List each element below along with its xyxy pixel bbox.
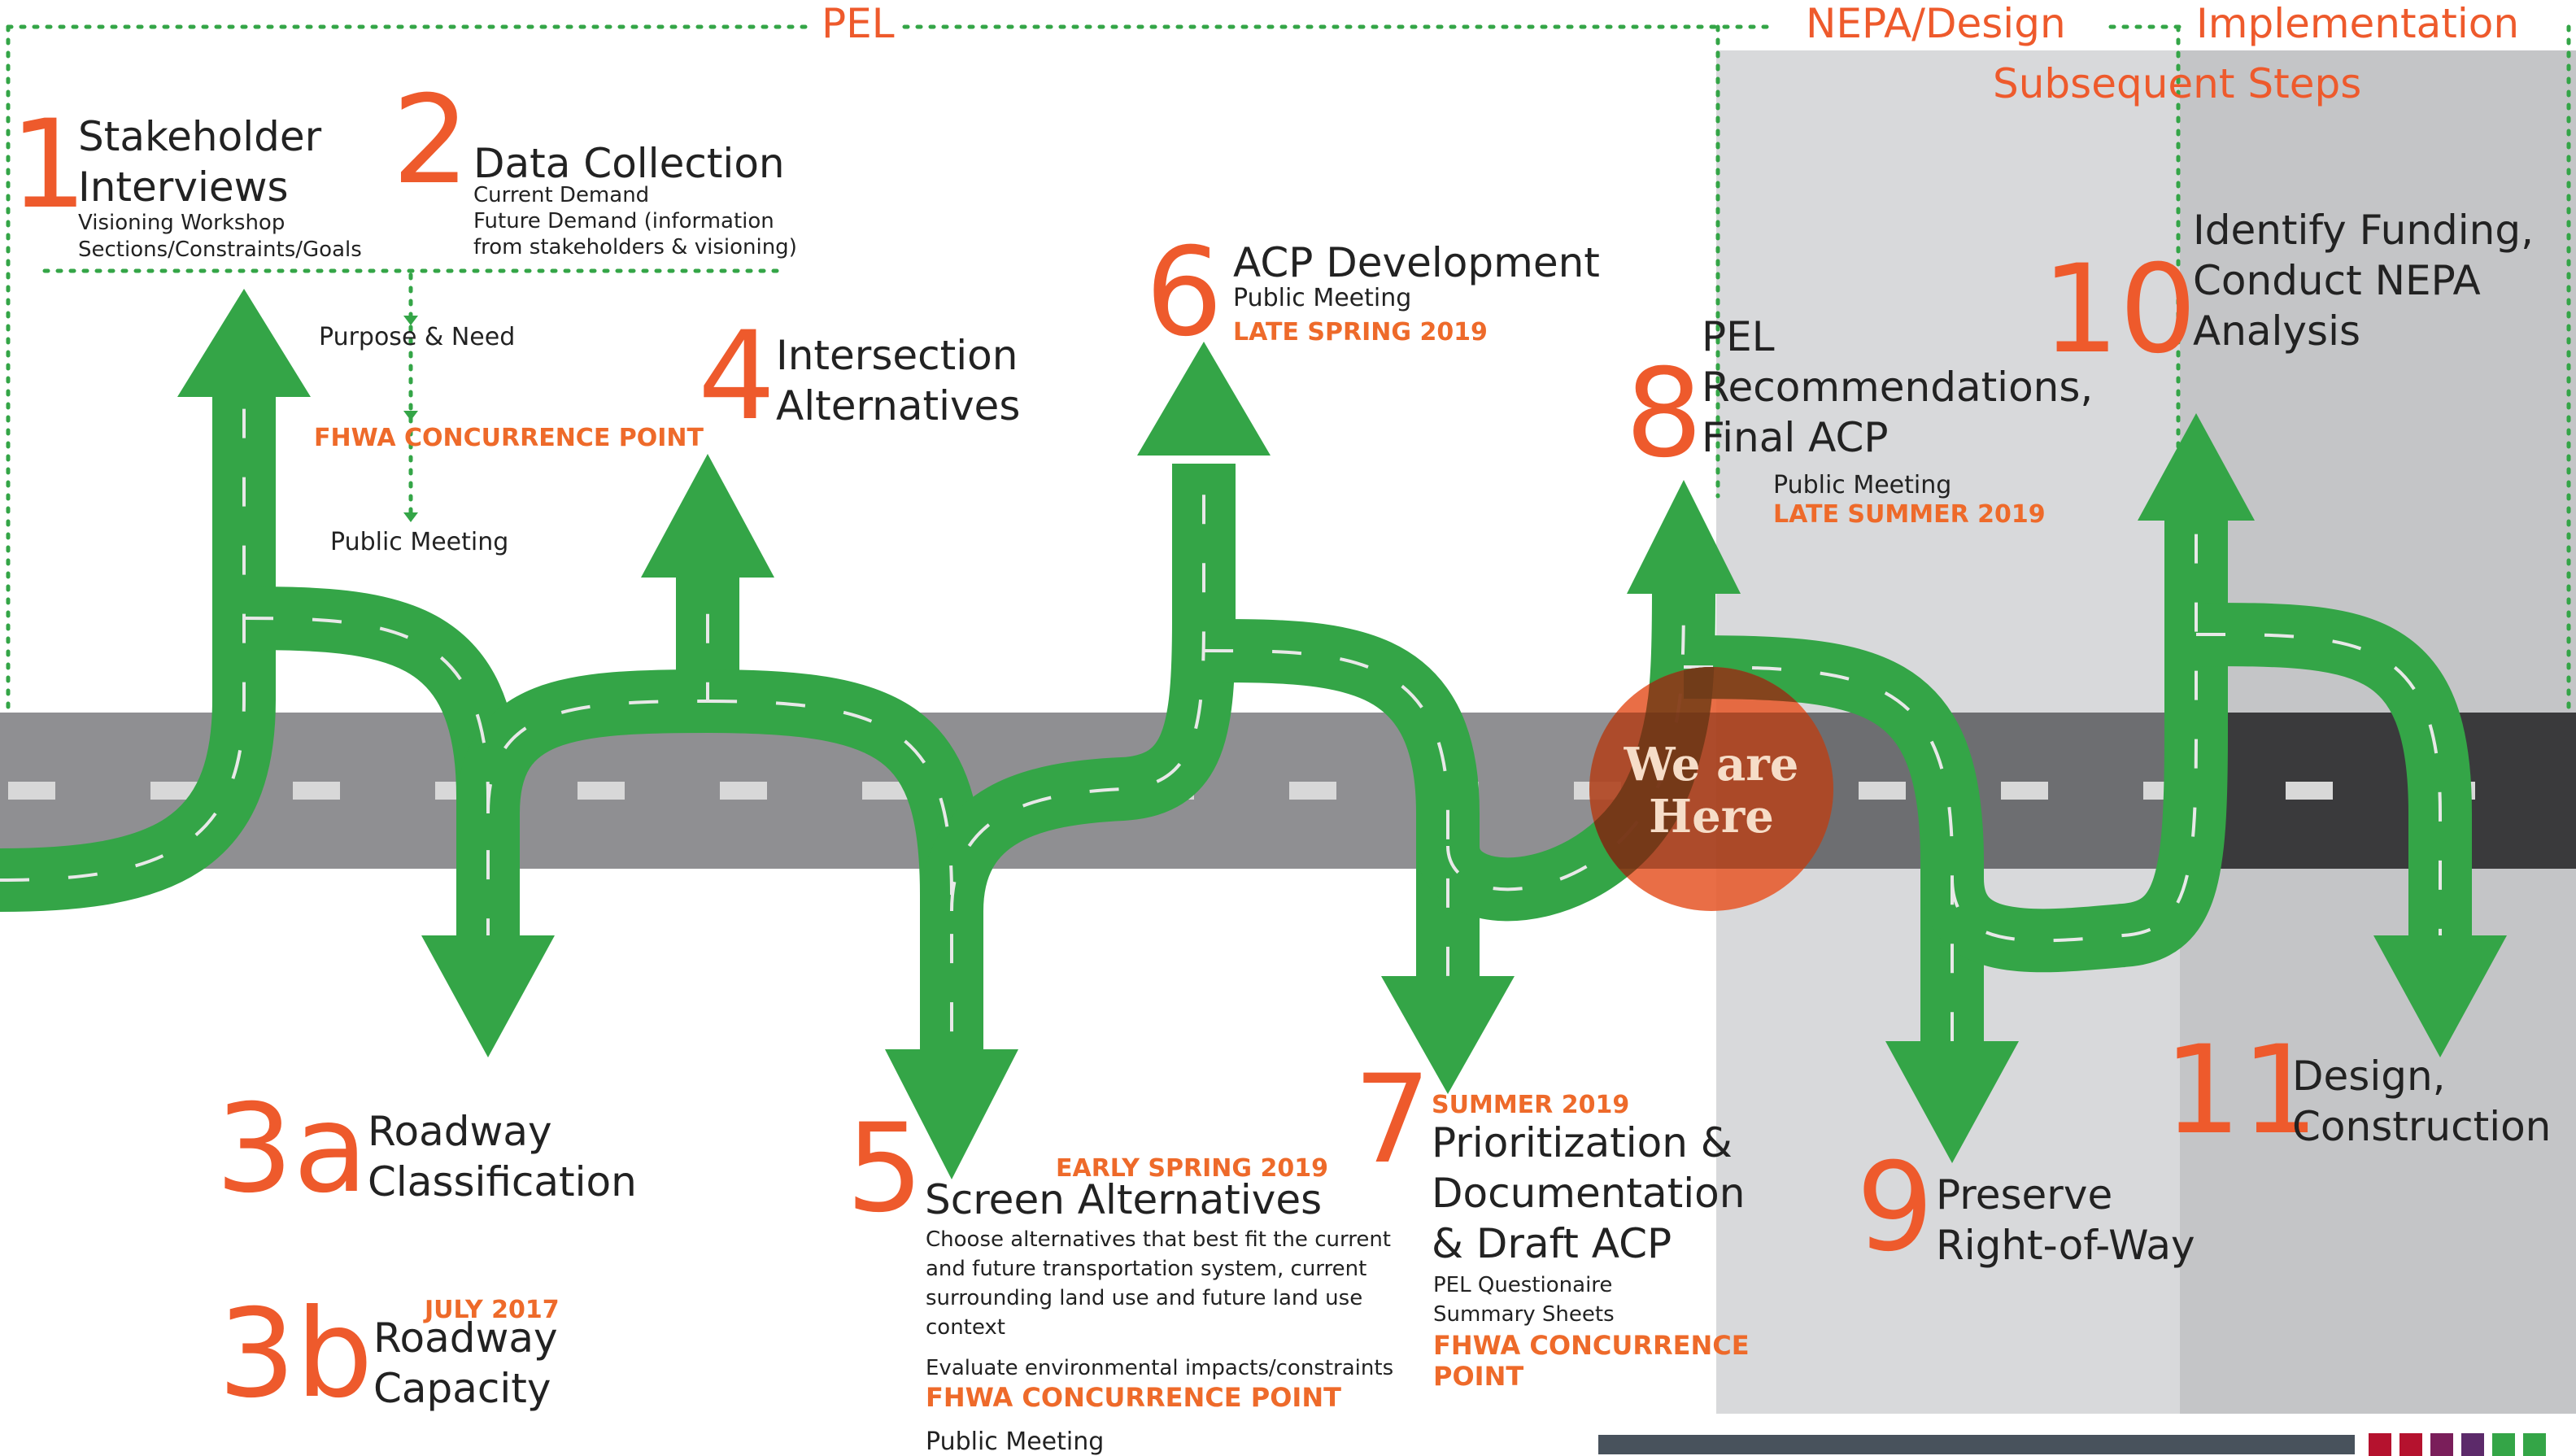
- step-8-number: 8: [1625, 343, 1703, 485]
- step-5-detail-3: surrounding land use and future land use: [926, 1286, 1363, 1310]
- step-11-number: 11: [2164, 1020, 2319, 1162]
- step-10-title-line-1: Identify Funding,: [2193, 207, 2534, 254]
- step-1-title-line-1: Stakeholder: [78, 113, 322, 160]
- step-3b-date: JULY 2017: [425, 1296, 560, 1324]
- footer-square-1: [2369, 1433, 2391, 1456]
- phase-pel: PEL: [822, 0, 895, 47]
- step-3a-title-line-2: Classification: [368, 1158, 637, 1205]
- step-6-number: 6: [1145, 222, 1223, 364]
- step-9-number: 9: [1856, 1137, 1934, 1279]
- arrowhead-4: [641, 454, 774, 578]
- arrowhead-11: [2373, 935, 2507, 1057]
- step-6-date: LATE SPRING 2019: [1233, 318, 1488, 347]
- step-2-number: 2: [392, 70, 470, 211]
- footer-square-3: [2430, 1433, 2453, 1456]
- step-3a-number: 3a: [216, 1079, 368, 1220]
- step-10-number: 10: [2042, 239, 2197, 381]
- arrowhead-9: [1885, 1041, 2019, 1163]
- step-2-detail-1: Current Demand: [473, 183, 650, 207]
- phase-implementation: Implementation: [2196, 0, 2520, 47]
- footer-square-4: [2461, 1433, 2484, 1456]
- step-8-date: LATE SUMMER 2019: [1773, 500, 2046, 529]
- route-arrowheads: [177, 289, 2507, 1179]
- step-1-detail-2: Sections/Constraints/Goals: [78, 238, 362, 262]
- step-5-meeting: Public Meeting: [926, 1428, 1105, 1456]
- arrowhead-1: [177, 289, 311, 397]
- step-2-detail-3: from stakeholders & visioning): [473, 235, 797, 259]
- step-8-title-line-2: Recommendations,: [1702, 364, 2094, 411]
- step-9-title-line-2: Right-of-Way: [1936, 1222, 2195, 1269]
- arrowhead-8: [1627, 480, 1741, 594]
- arrowhead-3a: [421, 935, 555, 1057]
- step-5-date: EARLY SPRING 2019: [1056, 1154, 1328, 1183]
- step-8-title-line-1: PEL: [1702, 313, 1775, 360]
- footer-square-6: [2523, 1433, 2546, 1456]
- step-7-number: 7: [1353, 1049, 1432, 1191]
- step-5-fhwa: FHWA CONCURRENCE POINT: [926, 1382, 1341, 1413]
- step-5-title: Screen Alternatives: [925, 1176, 1323, 1223]
- step-1-detail-1: Visioning Workshop: [78, 211, 285, 235]
- step-10-title-line-3: Analysis: [2193, 307, 2361, 355]
- step-5-number: 5: [846, 1098, 924, 1240]
- step-2-detail-2: Future Demand (information: [473, 209, 774, 233]
- we-are-here-line-1: We are: [1624, 738, 1799, 791]
- step-1-number: 1: [10, 94, 88, 236]
- step-7-fhwa-line-2: POINT: [1433, 1361, 1524, 1392]
- step-11-title-line-1: Design,: [2292, 1053, 2446, 1100]
- step-3a-title-line-1: Roadway: [368, 1108, 552, 1155]
- step-8-meeting: Public Meeting: [1773, 471, 1952, 499]
- step-7-fhwa-line-1: FHWA CONCURRENCE: [1433, 1330, 1750, 1361]
- step-7-detail-1: PEL Questionaire: [1433, 1273, 1613, 1297]
- step-5-detail-1: Choose alternatives that best fit the cu…: [926, 1227, 1391, 1252]
- footer-square-5: [2492, 1433, 2515, 1456]
- purpose-need-label: Purpose & Need: [319, 323, 516, 351]
- branch-arrowheads: [403, 316, 418, 522]
- step-3b-title-line-2: Capacity: [373, 1365, 551, 1412]
- step-4-number: 4: [698, 306, 776, 447]
- step-7-detail-2: Summary Sheets: [1433, 1302, 1615, 1327]
- step-5-detail-2: and future transportation system, curren…: [926, 1257, 1367, 1281]
- we-are-here-line-2: Here: [1649, 790, 1774, 844]
- step-11-title-line-2: Construction: [2292, 1103, 2552, 1150]
- public-meeting-1: Public Meeting: [330, 528, 509, 556]
- step-6-title: ACP Development: [1233, 239, 1600, 286]
- step-6-meeting: Public Meeting: [1233, 284, 1412, 312]
- phase-dotted-lines: [6, 24, 2571, 718]
- subsequent-steps: Subsequent Steps: [1993, 60, 2362, 107]
- route-path: [0, 358, 2472, 1057]
- arrowhead-10: [2138, 413, 2255, 521]
- step-5-evaluate: Evaluate environmental impacts/constrain…: [926, 1356, 1394, 1380]
- step-3b-number: 3b: [218, 1284, 373, 1425]
- footer-bar: [1598, 1433, 2546, 1456]
- step-4-title-line-1: Intersection: [776, 332, 1018, 379]
- footer-square-2: [2399, 1433, 2422, 1456]
- step-2-title: Data Collection: [473, 140, 785, 187]
- phase-nepa-design: NEPA/Design: [1806, 0, 2066, 47]
- step-9-title-line-1: Preserve: [1936, 1171, 2113, 1218]
- step-10-title-line-2: Conduct NEPA: [2193, 257, 2481, 304]
- arrowhead-5: [885, 1049, 1018, 1179]
- arrowhead-7: [1381, 976, 1515, 1094]
- step-8-title-line-3: Final ACP: [1702, 414, 1889, 461]
- step-1-title-line-2: Interviews: [78, 163, 289, 211]
- step-7-title-line-2: Documentation: [1432, 1170, 1746, 1217]
- step-4-title-line-2: Alternatives: [776, 382, 1021, 429]
- step-5-detail-4: context: [926, 1315, 1005, 1340]
- step-3b-title-line-1: Roadway: [373, 1314, 558, 1362]
- step-7-title-line-1: Prioritization &: [1432, 1119, 1733, 1166]
- arrowhead-6: [1137, 342, 1271, 456]
- step-7-date: SUMMER 2019: [1432, 1091, 1630, 1119]
- step-7-title-line-3: & Draft ACP: [1432, 1220, 1672, 1267]
- fhwa-concurrence-1: FHWA CONCURRENCE POINT: [314, 424, 704, 452]
